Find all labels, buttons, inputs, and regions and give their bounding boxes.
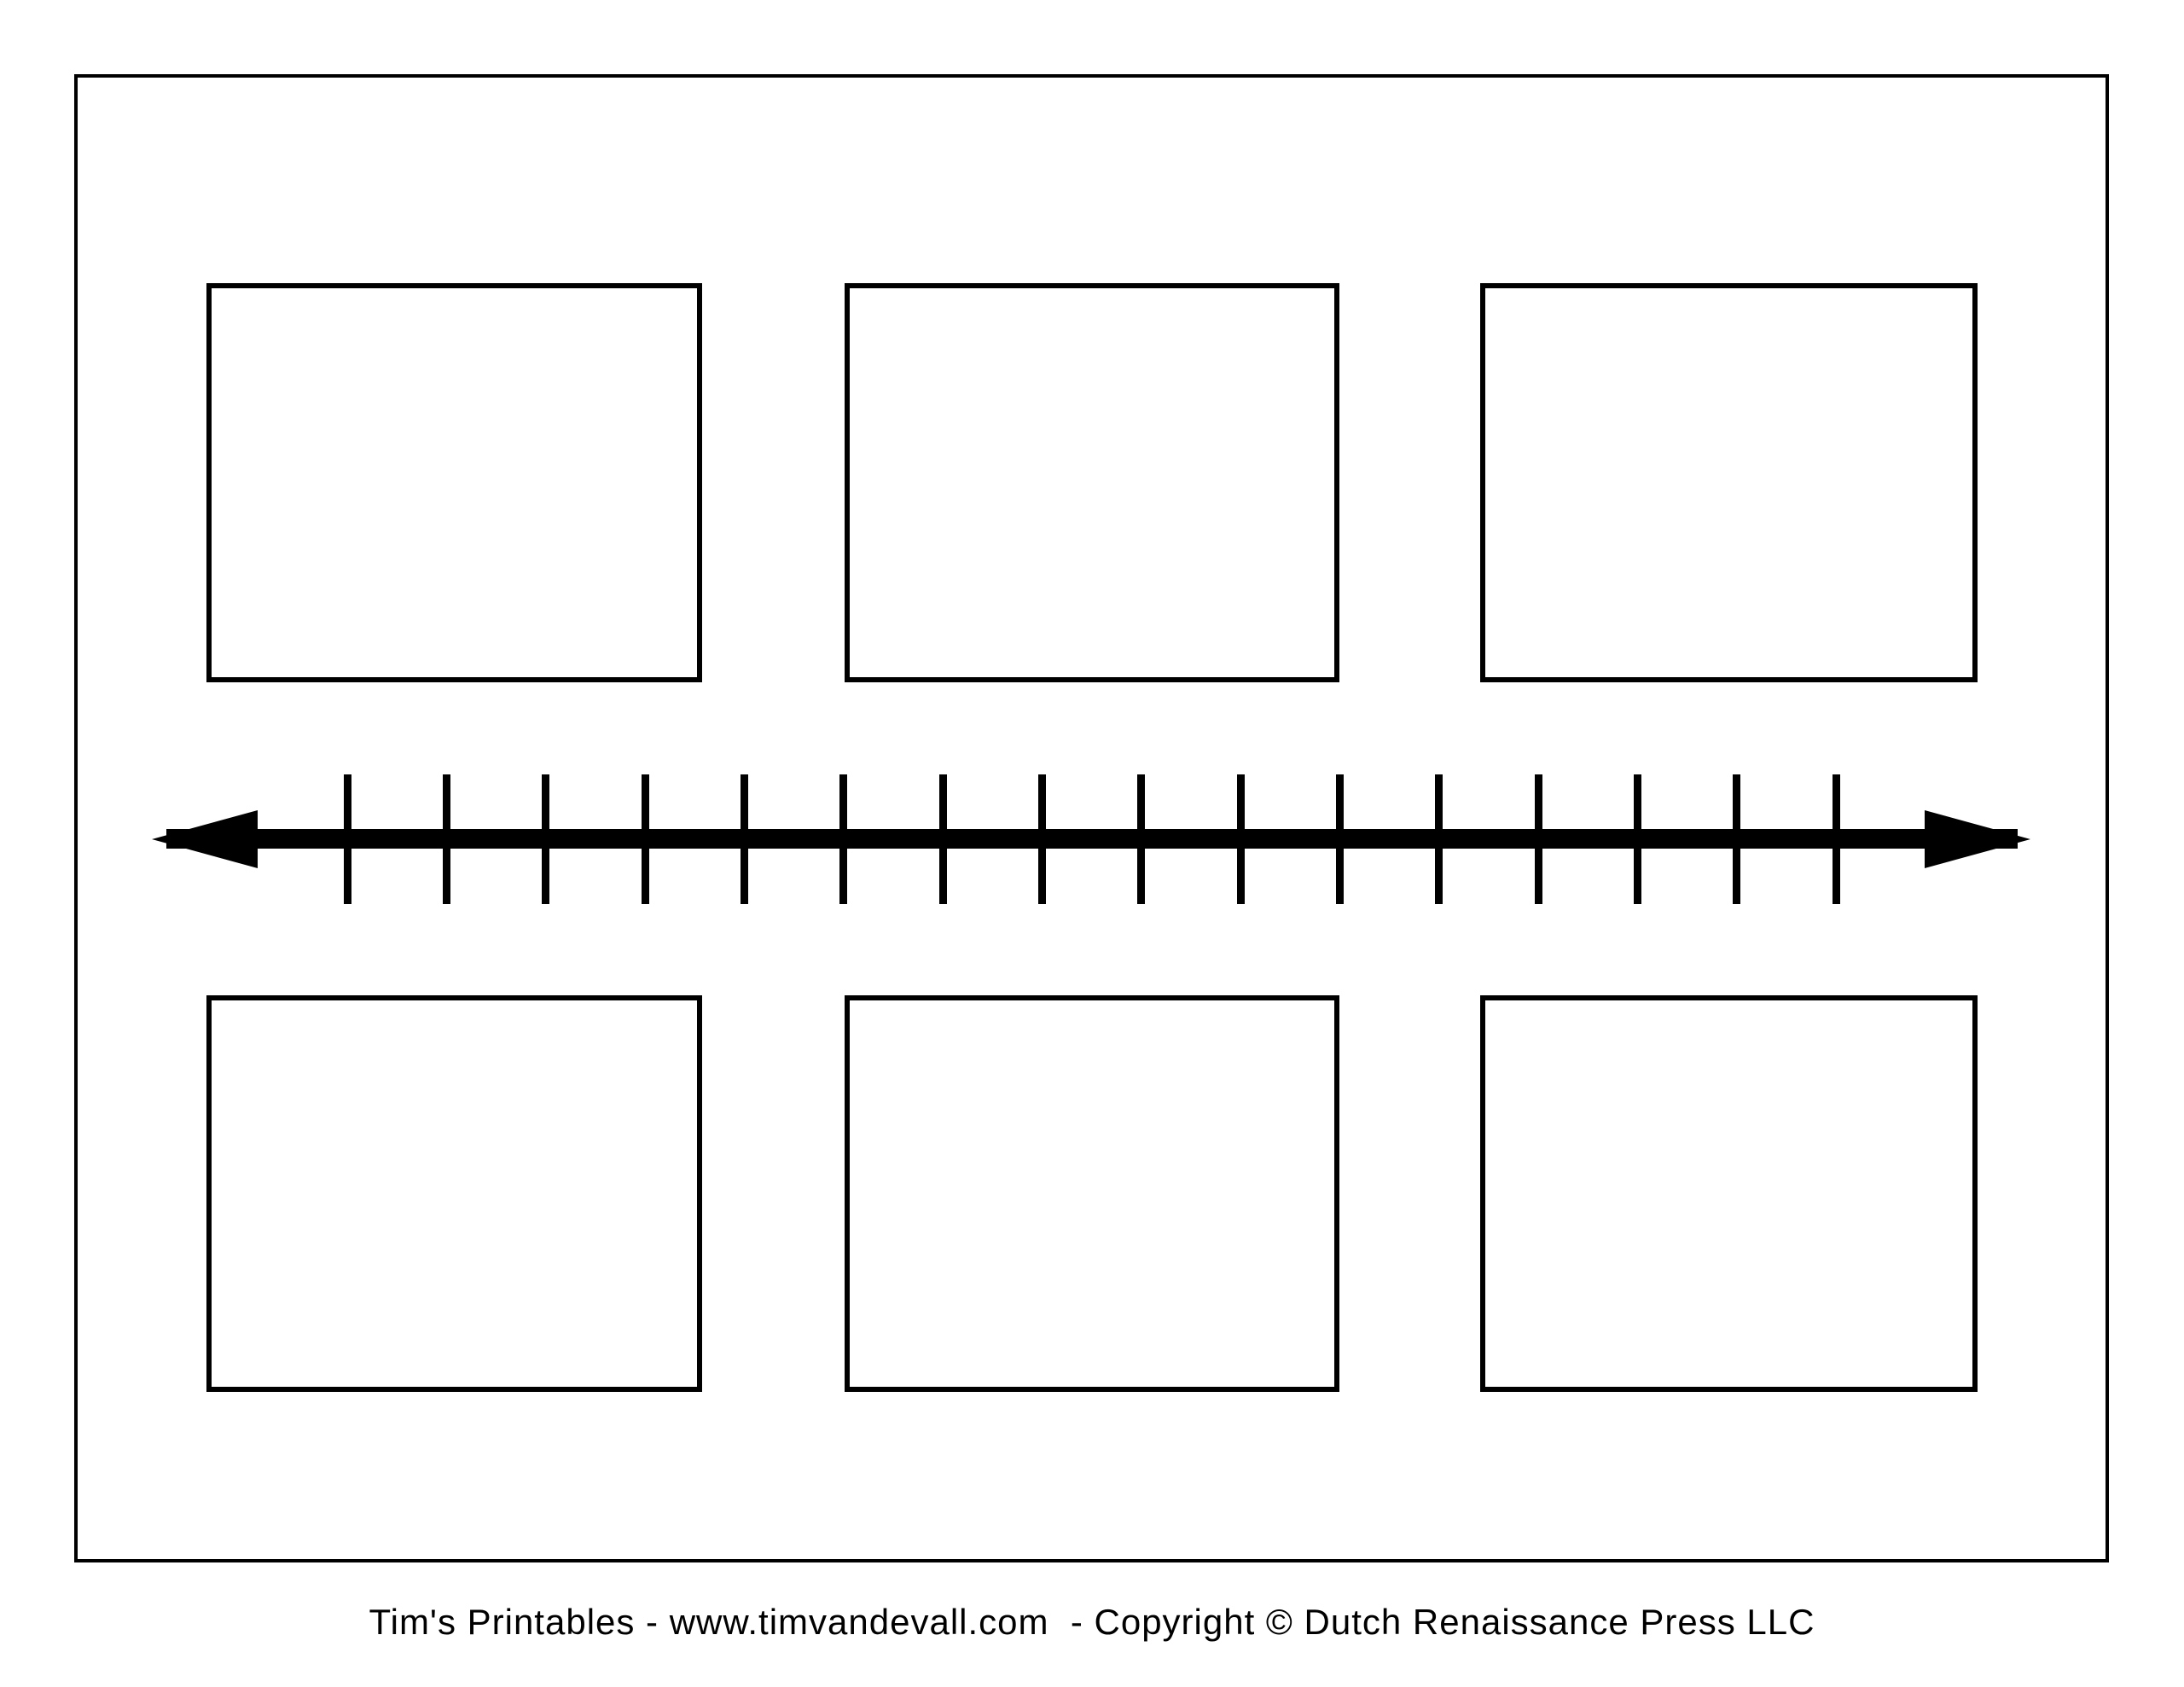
- timeline-tick: [442, 774, 450, 904]
- timeline-tick: [1534, 774, 1542, 904]
- timeline-tick: [1832, 774, 1840, 904]
- event-box-bottom-3: [1480, 995, 1978, 1392]
- event-box-top-1: [206, 283, 702, 682]
- event-box-bottom-1: [206, 995, 702, 1392]
- event-box-bottom-2: [845, 995, 1339, 1392]
- timeline-tick: [1435, 774, 1443, 904]
- timeline-tick: [1733, 774, 1741, 904]
- timeline-tick: [1137, 774, 1146, 904]
- timeline-tick: [938, 774, 947, 904]
- timeline-tick: [641, 774, 649, 904]
- timeline-tick: [1335, 774, 1344, 904]
- timeline-tick: [542, 774, 550, 904]
- timeline-tick: [343, 774, 351, 904]
- timeline-tick: [1236, 774, 1245, 904]
- event-box-top-2: [845, 283, 1339, 682]
- timeline-tick: [1633, 774, 1641, 904]
- timeline-shaft: [166, 829, 2018, 849]
- footer-credit: Tim's Printables - www.timvandevall.com …: [369, 1602, 1815, 1642]
- timeline-tick: [740, 774, 748, 904]
- left-arrowhead-icon: [152, 810, 258, 868]
- right-arrowhead-icon: [1925, 810, 2030, 868]
- timeline-tick: [839, 774, 848, 904]
- timeline-tick: [1037, 774, 1046, 904]
- event-box-top-3: [1480, 283, 1978, 682]
